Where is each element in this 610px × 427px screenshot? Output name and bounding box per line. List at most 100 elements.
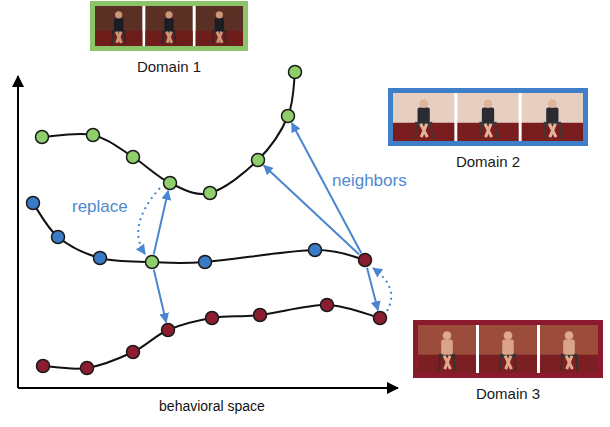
- trajectory-points: [27, 66, 387, 375]
- domain-frame: Domain 1: [86, 1, 252, 75]
- state-point: [162, 324, 175, 337]
- person-leg: [421, 124, 427, 137]
- chair-leg: [576, 357, 577, 371]
- photo-wall: [95, 6, 142, 46]
- state-point: [289, 66, 302, 79]
- state-point: [309, 244, 322, 257]
- person-head: [165, 11, 172, 18]
- photo-wall: [196, 6, 243, 46]
- chair-leg: [174, 32, 176, 44]
- y-axis: [17, 76, 19, 388]
- photo-frame-border: [90, 1, 248, 51]
- person-head: [115, 11, 122, 18]
- state-point: [36, 131, 49, 144]
- person-torso: [215, 18, 224, 31]
- photo-floor: [145, 31, 192, 46]
- person-torso: [563, 339, 575, 354]
- person-leg: [117, 32, 121, 43]
- photo-wall: [479, 325, 537, 373]
- person-leg: [549, 124, 556, 137]
- state-point: [81, 362, 94, 375]
- replace-arrow: [138, 188, 160, 254]
- person-leg: [505, 356, 511, 369]
- chair-leg: [111, 32, 113, 44]
- chair-leg: [431, 125, 432, 139]
- person-leg: [485, 124, 492, 137]
- person-leg: [444, 356, 450, 369]
- state-point: [94, 252, 107, 265]
- photo-wall: [145, 6, 192, 46]
- person-head: [504, 331, 513, 340]
- annotation-label: replace: [70, 197, 130, 217]
- person-head: [548, 99, 557, 108]
- photo-floor: [418, 355, 476, 373]
- person-torso: [418, 107, 430, 122]
- chair-leg: [500, 357, 501, 371]
- person-head: [484, 99, 493, 108]
- chair-leg: [544, 125, 545, 139]
- domain-label: Domain 2: [384, 153, 592, 170]
- trajectory-curve: [43, 305, 380, 369]
- person-torso: [114, 18, 123, 31]
- state-point: [37, 360, 50, 373]
- state-point: [374, 312, 387, 325]
- photo-floor: [457, 123, 518, 141]
- photo-floor: [479, 355, 537, 373]
- person-leg: [167, 32, 172, 43]
- person-leg: [421, 124, 428, 137]
- photo-ground: [95, 6, 243, 46]
- person-head: [419, 99, 428, 108]
- state-point: [87, 129, 100, 142]
- photo-floor: [522, 123, 583, 141]
- chair-leg: [560, 125, 561, 139]
- person-torso: [482, 107, 494, 122]
- state-point: [199, 256, 212, 269]
- photo-floor: [540, 355, 598, 373]
- state-point: [146, 256, 159, 269]
- photo-ground: [418, 325, 598, 373]
- person-leg: [217, 32, 222, 43]
- chair-leg: [162, 32, 164, 44]
- axis-label: behavioral space: [157, 398, 267, 415]
- photo-wall: [393, 93, 454, 141]
- trajectories: [33, 72, 380, 369]
- photo-floor: [196, 31, 243, 46]
- person-leg: [566, 356, 572, 369]
- domain-frame: Domain 3: [409, 320, 607, 402]
- chair-leg: [415, 125, 416, 139]
- person-leg: [167, 32, 171, 43]
- domain-label: Domain 1: [86, 58, 252, 75]
- photo-wall: [540, 325, 598, 373]
- state-point: [282, 110, 295, 123]
- state-point: [321, 299, 334, 312]
- neighbor-arrow: [154, 270, 166, 322]
- person-leg: [217, 32, 221, 43]
- person-torso: [164, 18, 173, 31]
- state-point: [127, 151, 140, 164]
- state-point: [252, 154, 265, 167]
- chair-leg: [124, 32, 126, 44]
- neighbor-arrow: [367, 268, 378, 311]
- photo-wall: [418, 325, 476, 373]
- chair-leg: [495, 125, 496, 139]
- photo-frame-border: [388, 88, 588, 146]
- state-point: [164, 177, 177, 190]
- chair-leg: [515, 357, 516, 371]
- person-torso: [441, 339, 453, 354]
- person-leg: [486, 124, 492, 137]
- x-axis: [18, 387, 398, 389]
- state-point: [204, 187, 217, 200]
- person-torso: [546, 107, 558, 122]
- photo-floor: [393, 123, 454, 141]
- photo-floor: [95, 31, 142, 46]
- person-leg: [550, 124, 556, 137]
- person-torso: [502, 339, 514, 354]
- trajectory-curve: [42, 72, 295, 194]
- person-leg: [567, 356, 572, 369]
- replace-arrow: [373, 268, 391, 311]
- domain-label: Domain 3: [409, 385, 607, 402]
- domain-frame: Domain 2: [384, 88, 592, 170]
- person-leg: [116, 32, 121, 43]
- annotation-label: neighbors: [330, 171, 409, 191]
